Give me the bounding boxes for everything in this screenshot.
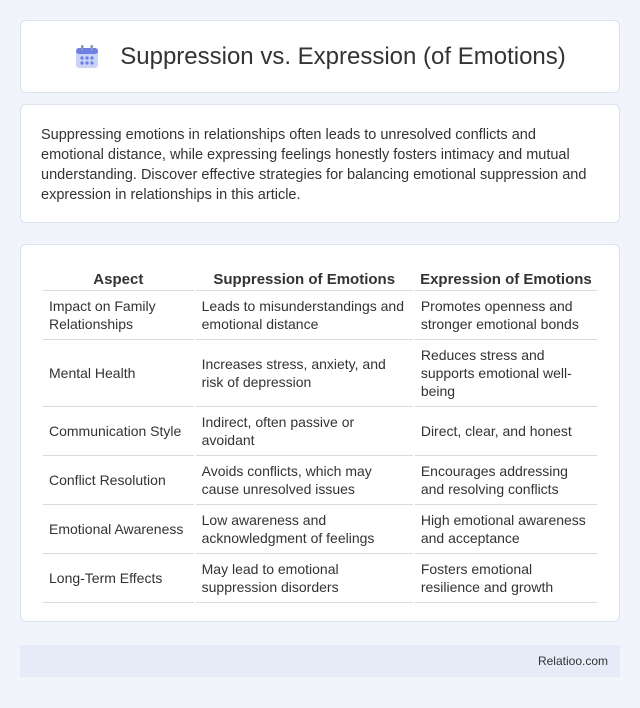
table-cell: Impact on Family Relationships bbox=[43, 291, 194, 340]
table-row: Long-Term Effects May lead to emotional … bbox=[43, 554, 597, 603]
table-cell: Leads to misunderstandings and emotional… bbox=[195, 291, 413, 340]
table-row: Conflict Resolution Avoids conflicts, wh… bbox=[43, 456, 597, 505]
table-cell: Direct, clear, and honest bbox=[414, 407, 597, 456]
table-row: Communication Style Indirect, often pass… bbox=[43, 407, 597, 456]
table-cell: Communication Style bbox=[43, 407, 194, 456]
comparison-table: Aspect Suppression of Emotions Expressio… bbox=[41, 265, 599, 603]
comparison-card: Aspect Suppression of Emotions Expressio… bbox=[20, 244, 620, 622]
table-cell: High emotional awareness and acceptance bbox=[414, 505, 597, 554]
table-cell: May lead to emotional suppression disord… bbox=[195, 554, 413, 603]
intro-card: Suppressing emotions in relationships of… bbox=[20, 104, 620, 223]
table-cell: Mental Health bbox=[43, 340, 194, 407]
intro-paragraph: Suppressing emotions in relationships of… bbox=[41, 127, 587, 203]
table-row: Mental Health Increases stress, anxiety,… bbox=[43, 340, 597, 407]
footer: Relatioo.com bbox=[20, 645, 620, 677]
table-cell: Avoids conflicts, which may cause unreso… bbox=[195, 456, 413, 505]
column-header: Expression of Emotions bbox=[414, 265, 597, 291]
calendar-icon bbox=[74, 44, 100, 70]
table-header-row: Aspect Suppression of Emotions Expressio… bbox=[43, 265, 597, 291]
table-cell: Emotional Awareness bbox=[43, 505, 194, 554]
column-header: Suppression of Emotions bbox=[195, 265, 413, 291]
page-title: Suppression vs. Expression (of Emotions) bbox=[120, 42, 566, 70]
table-cell: Indirect, often passive or avoidant bbox=[195, 407, 413, 456]
table-cell: Conflict Resolution bbox=[43, 456, 194, 505]
table-cell: Promotes openness and stronger emotional… bbox=[414, 291, 597, 340]
title-card: Suppression vs. Expression (of Emotions) bbox=[20, 20, 620, 93]
table-cell: Reduces stress and supports emotional we… bbox=[414, 340, 597, 407]
table-cell: Increases stress, anxiety, and risk of d… bbox=[195, 340, 413, 407]
table-cell: Fosters emotional resilience and growth bbox=[414, 554, 597, 603]
column-header: Aspect bbox=[43, 265, 194, 291]
table-cell: Encourages addressing and resolving conf… bbox=[414, 456, 597, 505]
footer-site-link[interactable]: Relatioo.com bbox=[537, 654, 608, 668]
table-row: Impact on Family Relationships Leads to … bbox=[43, 291, 597, 340]
table-cell: Low awareness and acknowledgment of feel… bbox=[195, 505, 413, 554]
table-row: Emotional Awareness Low awareness and ac… bbox=[43, 505, 597, 554]
table-cell: Long-Term Effects bbox=[43, 554, 194, 603]
